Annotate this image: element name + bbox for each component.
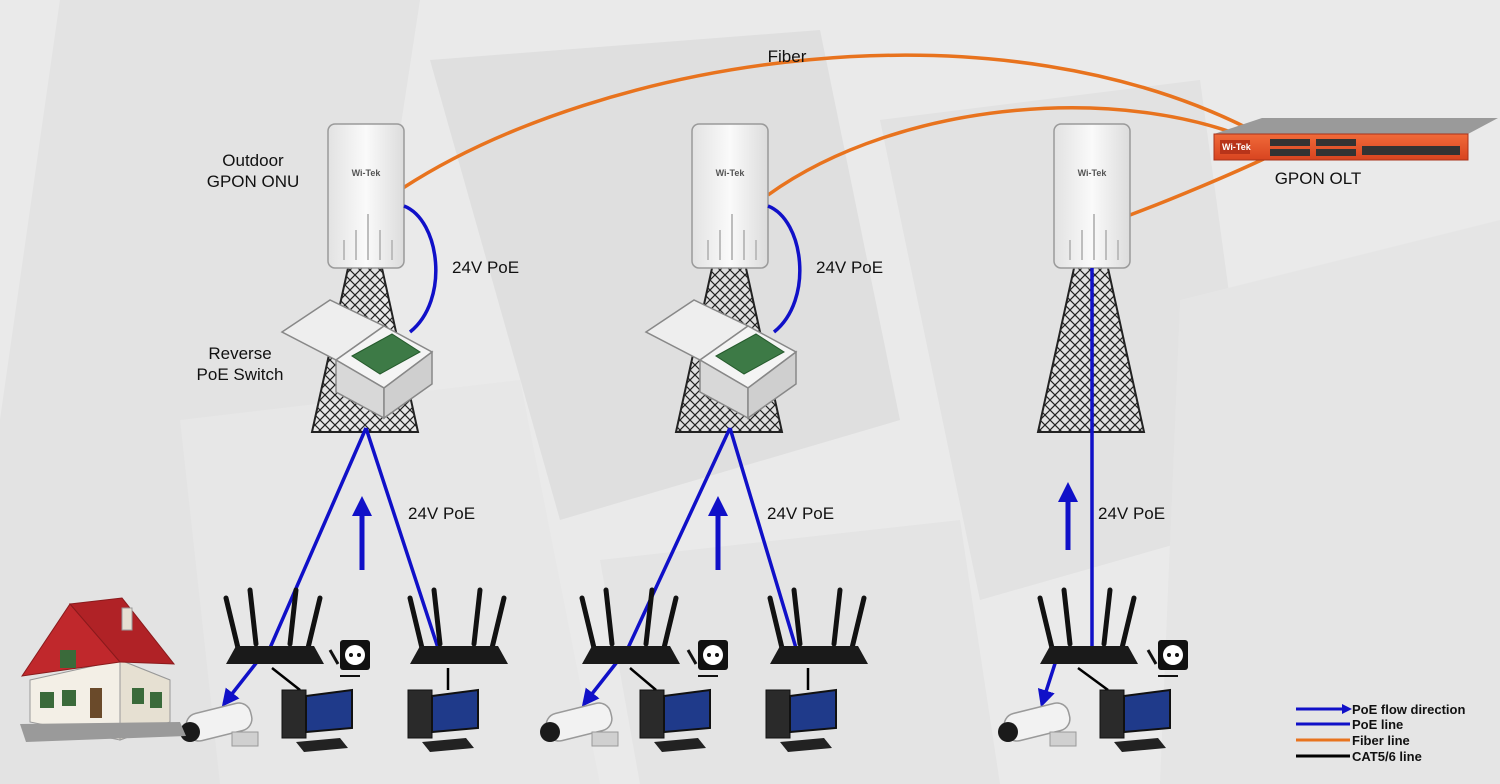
onu-icon: Wi-Tek [1053,123,1131,269]
router-icon [223,587,324,664]
fiber-lines [402,53,1271,217]
outdoor-onu-label-line1: Outdoor [222,151,284,170]
onu-brand: Wi-Tek [716,168,746,178]
poe-lines-top [403,204,1094,650]
desktop-pc-icon [639,688,711,752]
ip-camera-icon [540,702,619,747]
poe-line [403,204,438,334]
poe-flow-arrow [708,496,728,570]
power-socket-icon [1146,640,1188,677]
poe-label: 24V PoE [1098,504,1165,523]
poe-lines-bottom [221,427,1062,708]
reverse-poe-switch-label-line1: Reverse [208,344,271,363]
router-icon [1037,587,1138,664]
fiber-line-2 [766,106,1271,197]
desktop-pc-icon [765,688,837,752]
poe-line [728,427,798,649]
onu-icon: Wi-Tek [691,123,769,269]
poe-line [364,427,440,649]
router-icon [407,587,508,664]
onu-brand: Wi-Tek [1078,168,1108,178]
poe-line [268,427,368,649]
legend-label: CAT5/6 line [1352,749,1422,764]
router-icon [579,587,680,664]
reverse-poe-switch-label-line2: PoE Switch [197,365,284,384]
ip-camera-icon [180,702,259,747]
poe-label: 24V PoE [816,258,883,277]
reverse-poe-switch-icon [644,299,798,420]
house-icon [20,597,186,742]
legend: PoE flow direction PoE line Fiber line C… [1296,702,1465,764]
poe-label: 24V PoE [767,504,834,523]
power-socket-icon [686,640,728,677]
olt-brand: Wi-Tek [1222,142,1252,152]
fiber-line-3 [1129,154,1271,217]
outdoor-onu-label-line2: GPON ONU [207,172,300,191]
legend-label: PoE flow direction [1352,702,1465,717]
desktop-pc-icon [281,688,353,752]
onu-brand: Wi-Tek [352,168,382,178]
legend-label: Fiber line [1352,733,1410,748]
cat-lines [271,666,1109,692]
legend-label: PoE line [1352,717,1403,732]
reverse-poe-switch-icon [280,299,434,420]
legend-item-cat-line: CAT5/6 line [1296,749,1422,764]
poe-flow-arrow [1058,482,1078,550]
fiber-line-1 [402,53,1271,190]
poe-line [767,204,802,334]
ip-camera-icon [998,702,1077,747]
fiber-label: Fiber [768,47,807,66]
onu-icon: Wi-Tek [327,123,405,269]
power-socket-icon [328,640,370,677]
router-icon [767,587,868,664]
poe-line [626,427,732,649]
poe-label: 24V PoE [452,258,519,277]
gpon-olt-icon: Wi-Tek [1213,118,1498,161]
legend-item-fiber-line: Fiber line [1296,733,1410,748]
poe-label: 24V PoE [408,504,475,523]
gpon-olt-label: GPON OLT [1275,169,1362,188]
poe-flow-arrow [352,496,372,570]
legend-item-poe-flow: PoE flow direction [1296,702,1465,717]
desktop-pc-icon [407,688,479,752]
legend-item-poe-line: PoE line [1296,717,1403,732]
desktop-pc-icon [1099,688,1171,752]
